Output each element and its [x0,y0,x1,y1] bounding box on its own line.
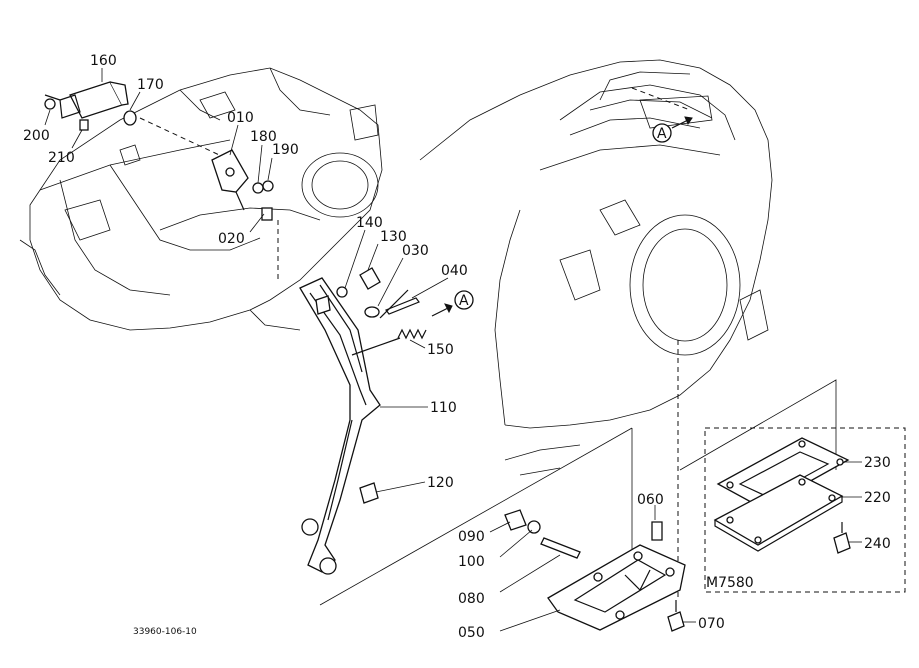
label-090: 090 [458,529,485,545]
part-220-cover [713,474,844,552]
label-040: 040 [441,263,468,279]
part-050-cover [547,544,686,631]
marker-a-housing: A [652,116,693,143]
label-070: 070 [698,616,725,632]
label-120: 120 [427,475,454,491]
label-010: 010 [227,110,254,126]
svg-text:A: A [657,126,667,142]
part-160-cylinder [44,81,129,119]
label-110: 110 [430,400,457,416]
part-070-bolt [667,600,685,632]
part-190-washer [262,180,274,192]
label-150: 150 [427,342,454,358]
part-130-bolt [359,267,381,290]
drawing-number: 33960-106-10 [133,627,197,637]
variant-label: M7580 [706,575,754,591]
part-010-lever [211,149,249,211]
label-230: 230 [864,455,891,471]
label-030: 030 [402,243,429,259]
part-150-spring [351,328,427,356]
part-100-oring [527,520,541,534]
label-100: 100 [458,554,485,570]
pedal-end [319,557,337,575]
transmission-housing-outline [419,59,773,600]
part-240-bolt [833,522,851,554]
part-080-shaft [540,537,581,559]
part-120-bolt [359,482,379,504]
leader-lines [44,68,862,632]
part-200-washer [44,98,56,110]
part-140-nut [336,286,348,298]
marker-a-pedal: A [454,290,474,310]
part-170-oring [123,110,137,126]
label-140: 140 [356,215,383,231]
part-020-bushing [261,207,273,221]
label-020: 020 [218,231,245,247]
label-170: 170 [137,77,164,93]
label-060: 060 [637,492,664,508]
label-240: 240 [864,536,891,552]
part-090-plug [504,509,527,531]
arrow-head [444,303,453,314]
label-220: 220 [864,490,891,506]
label-050: 050 [458,625,485,641]
part-110-pedal-arm [299,277,381,573]
label-180: 180 [250,129,277,145]
part-180-nut [252,182,264,194]
label-160: 160 [90,53,117,69]
label-130: 130 [380,229,407,245]
label-080: 080 [458,591,485,607]
pedal-pivot [301,518,319,536]
label-200: 200 [23,128,50,144]
svg-text:A: A [459,293,469,309]
part-210-pin [79,119,89,131]
label-190: 190 [272,142,299,158]
engine-housing-outline [19,67,383,331]
part-030-pin [364,289,409,319]
part-040-clip [385,297,420,315]
label-210: 210 [48,150,75,166]
part-060-dowel [651,521,663,541]
